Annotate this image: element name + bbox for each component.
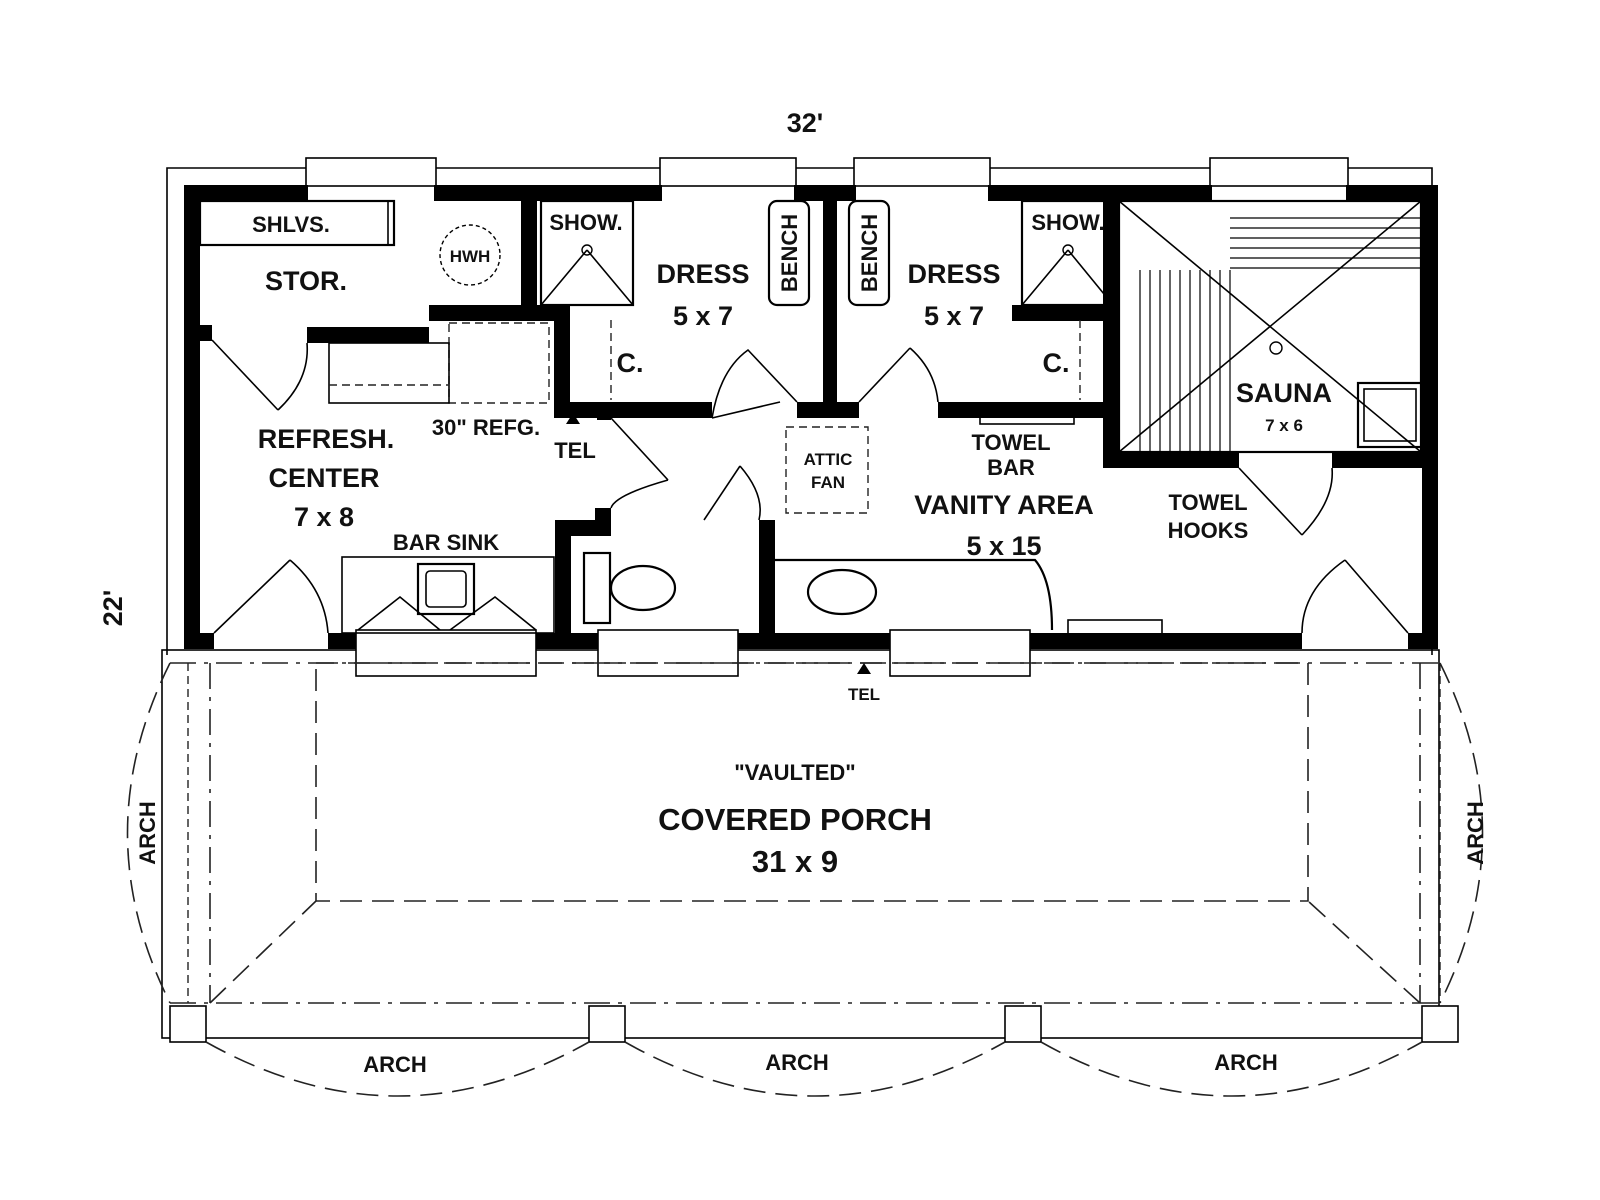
shower-label: SHOW. [549,210,622,235]
refresh-center-size: 7 x 8 [294,502,354,532]
outer-outline [161,167,1440,1039]
towel-bar-label: BAR [987,455,1035,480]
shelves-label: SHLVS. [252,212,330,237]
heater-label: HWH [450,247,491,266]
vanity-area-label: VANITY AREA [914,490,1094,520]
top-windows [305,157,1349,187]
bar-sink-label: BAR SINK [393,530,499,555]
sauna-bench-hatching [1139,217,1421,452]
shower-label: SHOW. [1031,210,1104,235]
fixtures [198,199,1424,635]
water-heater-icon [439,224,501,286]
dress-room-label: DRESS [907,259,1000,289]
bench-label: BENCH [777,214,802,292]
dress-room-label: DRESS [656,259,749,289]
towel-bar-label: TOWEL [971,430,1050,455]
sauna-size: 7 x 6 [1265,416,1303,435]
porch-size: 31 x 9 [752,844,838,879]
attic-fan-label: FAN [811,473,845,492]
arch-label: ARCH [135,801,160,865]
width-dimension: 32' [787,108,823,138]
attic-fan-label: ATTIC [804,450,853,469]
tel-marker-icon [566,413,580,424]
arch-label: ARCH [1214,1050,1278,1075]
arch-label: ARCH [1463,801,1488,865]
storage-label: STOR. [265,266,347,296]
closet-label: C. [1043,348,1070,378]
closet-label: C. [617,348,644,378]
porch-outline [126,662,1484,1097]
dress-room-size: 5 x 7 [924,301,984,331]
front-windows [355,629,1031,677]
porch-columns [169,1005,1459,1043]
exterior-walls [184,185,1438,649]
refresh-center-label: REFRESH. [258,424,395,454]
vanity-area-size: 5 x 15 [966,531,1041,561]
arch-label: ARCH [363,1052,427,1077]
interior-walls [184,200,1436,635]
tel-label: TEL [848,685,880,704]
refrigerator-label: 30" REFG. [432,415,540,440]
porch-label: COVERED PORCH [658,802,932,837]
depth-dimension: 22' [98,590,128,626]
towel-hooks-label: TOWEL [1168,490,1247,515]
porch-note: "VAULTED" [734,760,855,785]
tel-marker-icon [857,663,871,674]
arch-label: ARCH [765,1050,829,1075]
bench-label: BENCH [857,214,882,292]
doors [211,339,1409,634]
dress-room-size: 5 x 7 [673,301,733,331]
tel-label: TEL [554,438,596,463]
towel-hooks-label: HOOKS [1168,518,1249,543]
sauna-label: SAUNA [1236,378,1332,408]
refresh-center-label: CENTER [268,463,379,493]
